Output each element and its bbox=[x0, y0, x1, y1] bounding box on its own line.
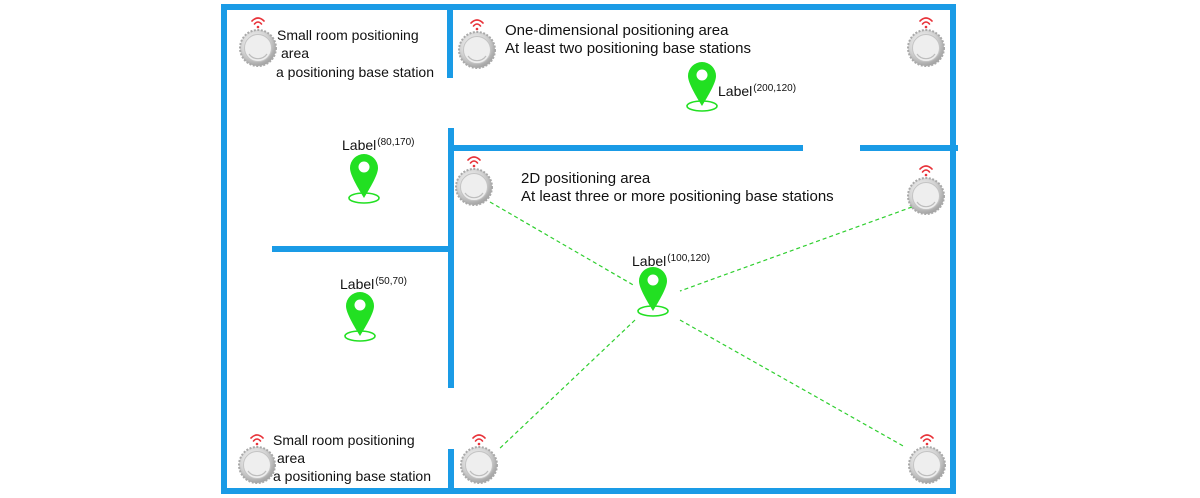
tag-label-text: Label bbox=[342, 137, 377, 153]
wifi-signal-icon bbox=[919, 17, 933, 29]
base-station-icon bbox=[238, 446, 276, 484]
base-station-icon bbox=[458, 31, 496, 69]
tag-label: Label(100,120) bbox=[632, 253, 710, 272]
tags bbox=[344, 62, 718, 342]
location-pin-icon bbox=[686, 62, 718, 112]
small-bottom-line3: a positioning base station bbox=[273, 468, 431, 484]
two-d-title: 2D positioning area bbox=[521, 170, 651, 187]
tag-label-text: Label bbox=[632, 253, 667, 269]
wifi-signal-icon bbox=[251, 17, 265, 29]
wifi-signal-icon bbox=[467, 156, 481, 168]
one-d-subtitle: At least two positioning base stations bbox=[505, 40, 751, 57]
base-station-icon bbox=[908, 446, 946, 484]
walls bbox=[221, 4, 958, 494]
small-top-line3: a positioning base station bbox=[276, 64, 434, 80]
one-d-title: One-dimensional positioning area bbox=[505, 22, 729, 39]
tag-coordinate: (200,120) bbox=[753, 83, 797, 94]
outer-wall bbox=[221, 4, 956, 494]
tag-coordinate: (80,170) bbox=[377, 137, 415, 148]
base-station-icon bbox=[455, 168, 493, 206]
link-line bbox=[497, 319, 636, 451]
small-bottom-line1: Small room positioning bbox=[273, 432, 415, 448]
tag-coordinate: (50,70) bbox=[375, 276, 407, 287]
wifi-signal-icon bbox=[920, 434, 934, 446]
wifi-signal-icon bbox=[919, 165, 933, 177]
tag-label: Label(200,120) bbox=[718, 83, 796, 102]
tag-label: Label(80,170) bbox=[342, 137, 415, 156]
tag-label-text: Label bbox=[718, 83, 753, 99]
small-top-line1: Small room positioning bbox=[277, 27, 419, 43]
base-station-icon bbox=[907, 29, 945, 67]
tag-label-text: Label bbox=[340, 276, 375, 292]
wifi-signal-icon bbox=[250, 434, 264, 446]
base-station-icon bbox=[239, 29, 277, 67]
link-line bbox=[679, 206, 913, 292]
wifi-signal-icon bbox=[470, 19, 484, 31]
base-station-icon bbox=[460, 446, 498, 484]
link-lines bbox=[489, 201, 913, 451]
location-pin-icon bbox=[344, 292, 376, 342]
two-d-subtitle: At least three or more positioning base … bbox=[521, 188, 834, 205]
tag-label: Label(50,70) bbox=[340, 276, 407, 295]
base-station-icon bbox=[907, 177, 945, 215]
location-pin-icon bbox=[637, 267, 669, 317]
wifi-signal-icon bbox=[472, 434, 486, 446]
tag-coordinate: (100,120) bbox=[667, 253, 711, 264]
location-pin-icon bbox=[348, 154, 380, 204]
small-top-line2: area bbox=[281, 45, 310, 61]
link-line bbox=[489, 201, 636, 287]
link-line bbox=[679, 319, 906, 448]
base-stations bbox=[238, 17, 946, 484]
small-bottom-line2: area bbox=[277, 450, 306, 466]
